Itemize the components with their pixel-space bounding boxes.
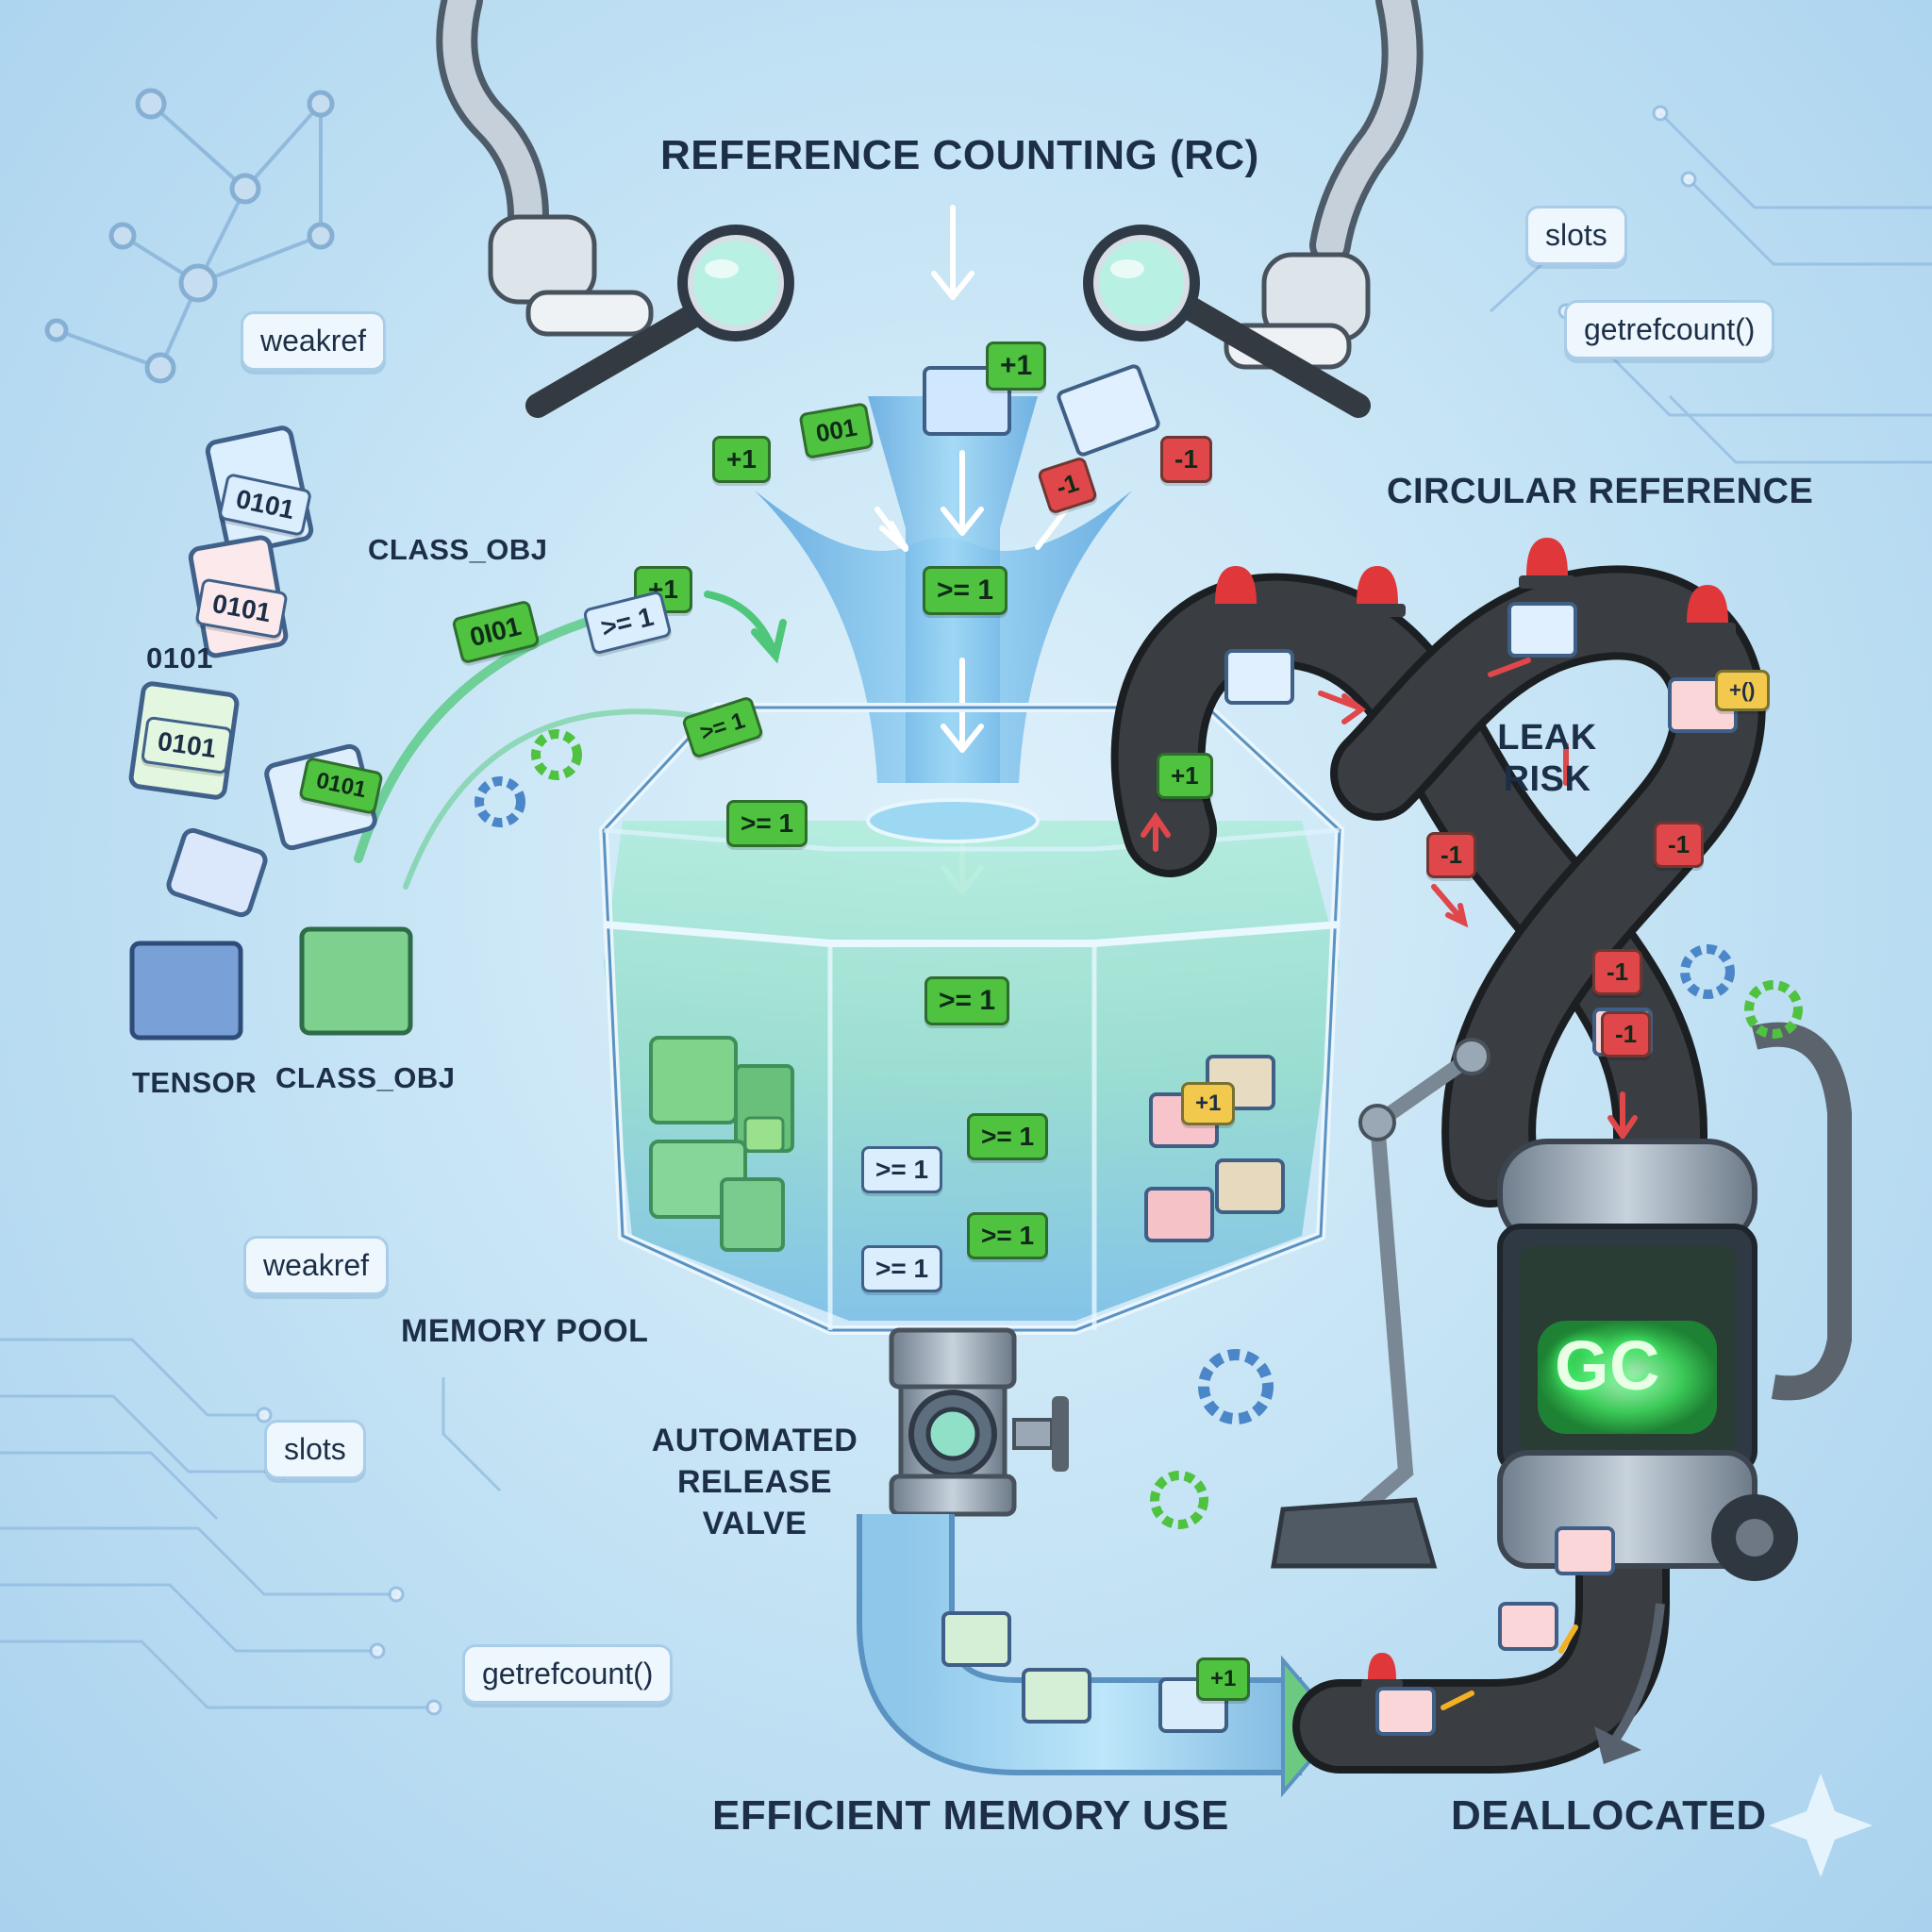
release-valve (889, 1327, 1069, 1517)
gc-vacuum (1271, 1022, 1852, 1581)
valve-line-3: VALVE (702, 1506, 808, 1541)
counter-badge: >= 1 (726, 800, 808, 847)
counter-badge: >= 1 (967, 1113, 1049, 1160)
counter-badge: >= 1 (967, 1212, 1049, 1259)
gc-label: GC (1555, 1326, 1660, 1405)
gear-icons (475, 729, 1803, 1529)
valve-line-2: RELEASE (676, 1464, 833, 1500)
robot-arm-left (436, 0, 794, 418)
counter-badge: >= 1 (923, 566, 1008, 615)
data-cubes-in-pool (649, 1036, 794, 1252)
counter-badge: >= 1 (924, 976, 1010, 1025)
efficient-memory-label: EFFICIENT MEMORY USE (712, 1792, 1229, 1839)
counter-badge: >= 1 (861, 1245, 943, 1292)
counter-badge: +1 (1157, 753, 1213, 799)
flow-arrows (874, 205, 1069, 894)
tube-arrows (1141, 658, 1638, 1141)
getrefcount-tag-left: getrefcount() (462, 1644, 674, 1704)
sparkle-icon (1769, 1774, 1873, 1877)
memory-pool-label: MEMORY POOL (401, 1313, 649, 1349)
risk-line: RISK (1503, 759, 1591, 799)
counter-badge: +1 (1196, 1657, 1251, 1701)
counter-badge: +1 (986, 341, 1047, 391)
leak-line: LEAK (1497, 718, 1597, 758)
class-obj-top-label: CLASS_OBJ (368, 533, 548, 566)
counter-badge: -1 (1592, 949, 1643, 995)
counter-badge: >= 1 (861, 1146, 943, 1193)
counter-badge: +1 (1181, 1082, 1236, 1125)
green-flow-arrows (354, 591, 787, 890)
counter-badge: -1 (1601, 1011, 1652, 1058)
counter-badge: -1 (1426, 832, 1477, 878)
counter-badge: +() (1715, 670, 1770, 711)
weakref-tag-top: weakref (241, 311, 387, 371)
leak-risk-label: LEAK RISK (1491, 717, 1604, 800)
weakref-tag-left: weakref (243, 1236, 390, 1295)
release-valve-label: AUTOMATED RELEASE VALVE (641, 1420, 868, 1544)
robot-arm-right (1083, 0, 1424, 418)
class-obj-bottom-label: CLASS_OBJ (275, 1061, 456, 1094)
counter-badge: +1 (712, 436, 771, 483)
valve-line-1: AUTOMATED (651, 1423, 858, 1458)
tensor-label: TENSOR (132, 1066, 258, 1099)
circular-reference-title: CIRCULAR REFERENCE (1387, 472, 1814, 511)
rc-title: REFERENCE COUNTING (RC) (660, 132, 1259, 178)
slots-tag-top: slots (1525, 206, 1627, 265)
counter-badge: -1 (1160, 436, 1212, 483)
counter-badge: -1 (1654, 822, 1705, 868)
deallocated-label: DEALLOCATED (1451, 1792, 1767, 1839)
getrefcount-tag-top: getrefcount() (1564, 300, 1775, 359)
bits-label: 0101 (146, 641, 213, 675)
slots-tag-left: slots (264, 1420, 366, 1479)
